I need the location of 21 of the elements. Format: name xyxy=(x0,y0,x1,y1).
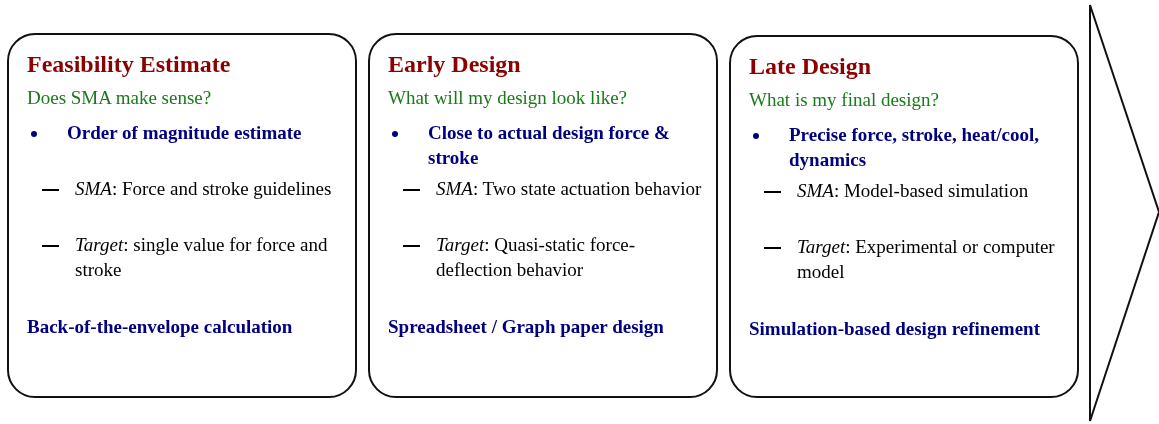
stage-heading: Feasibility Estimate xyxy=(27,51,231,78)
stage-method-text: Spreadsheet / Graph paper design xyxy=(388,315,665,339)
bullet-text: Close to actual design force & stroke xyxy=(428,121,671,170)
stage-question: What is my final design? xyxy=(749,89,939,111)
stage-question: Does SMA make sense? xyxy=(27,87,212,109)
stage-card xyxy=(7,33,357,398)
stage-method-text: Back-of-the-envelope calculation xyxy=(27,315,294,339)
stage-card xyxy=(729,35,1079,398)
stage-heading: Late Design xyxy=(749,53,871,80)
stage-card xyxy=(368,33,718,398)
stage-heading: Early Design xyxy=(388,51,521,78)
list-item-text: Target: Experimental or computer model xyxy=(797,235,1056,284)
list-item-text: SMA: Model-based simulation xyxy=(797,179,1030,203)
stage-question: What will my design look like? xyxy=(388,87,628,109)
bullet-text: Precise force, stroke, heat/cool, dynamics xyxy=(789,123,1041,172)
list-item-text: SMA: Force and stroke guidelines xyxy=(75,177,333,201)
list-item-text: Target: single value for force and stroke xyxy=(75,233,329,282)
stage-method-text: Simulation-based design refinement xyxy=(749,317,1041,341)
bullet-text: Order of magnitude estimate xyxy=(67,121,303,145)
list-item-text: Target: Quasi-static force-deflection behavior xyxy=(436,233,637,282)
list-item-text: SMA: Two state actuation behavior xyxy=(436,177,703,201)
